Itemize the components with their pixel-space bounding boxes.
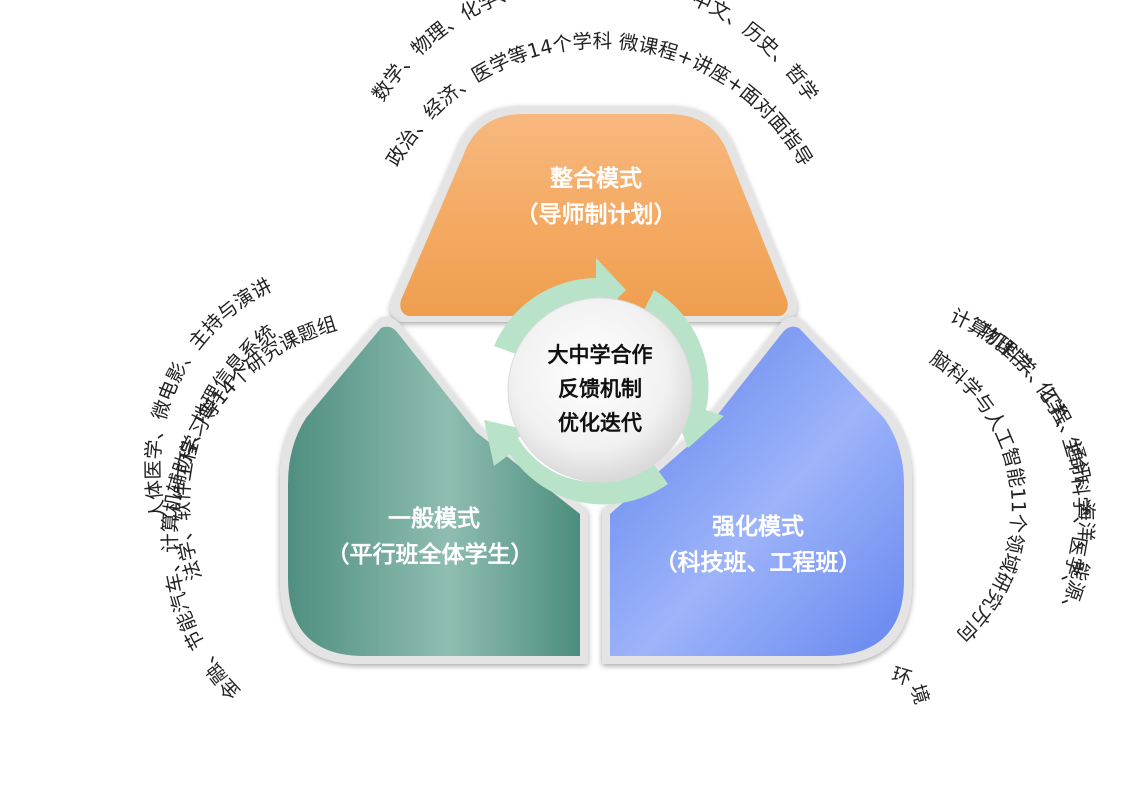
cycle-arrows <box>484 258 724 505</box>
segment-top <box>390 106 797 322</box>
annotation-right-line-4: 环境 <box>889 663 933 707</box>
segment-right-title: 强化模式 <box>712 513 804 540</box>
segment-left <box>280 316 588 664</box>
segment-top-subtitle: （导师制计划） <box>516 201 677 228</box>
center-circle <box>507 297 693 483</box>
segment-left-subtitle: （平行班全体学生） <box>327 541 534 568</box>
segment-left-shape <box>288 326 580 656</box>
segment-top-shape <box>400 114 788 316</box>
segment-right-shape <box>610 326 904 656</box>
center-line-1: 大中学合作 <box>548 343 653 367</box>
annotation-right-line-3-text: 脑科学与人工智能11个领域研究方向 <box>926 347 1030 647</box>
cycle-arrow-top <box>494 258 626 354</box>
segment-right <box>602 316 912 664</box>
center-line-2: 反馈机制 <box>558 377 642 401</box>
annotation-right-line-4-text: 环境 <box>889 663 933 707</box>
segment-top-title: 整合模式 <box>550 165 642 192</box>
cycle-arrow-left <box>484 420 668 505</box>
annotation-right-line-3: 脑科学与人工智能11个领域研究方向 <box>926 347 1030 647</box>
segment-left-title: 一般模式 <box>388 505 480 532</box>
segment-right-subtitle: （科技班、工程班） <box>655 549 862 576</box>
center-line-3: 优化迭代 <box>558 411 642 435</box>
cycle-arrow-right <box>644 290 724 448</box>
